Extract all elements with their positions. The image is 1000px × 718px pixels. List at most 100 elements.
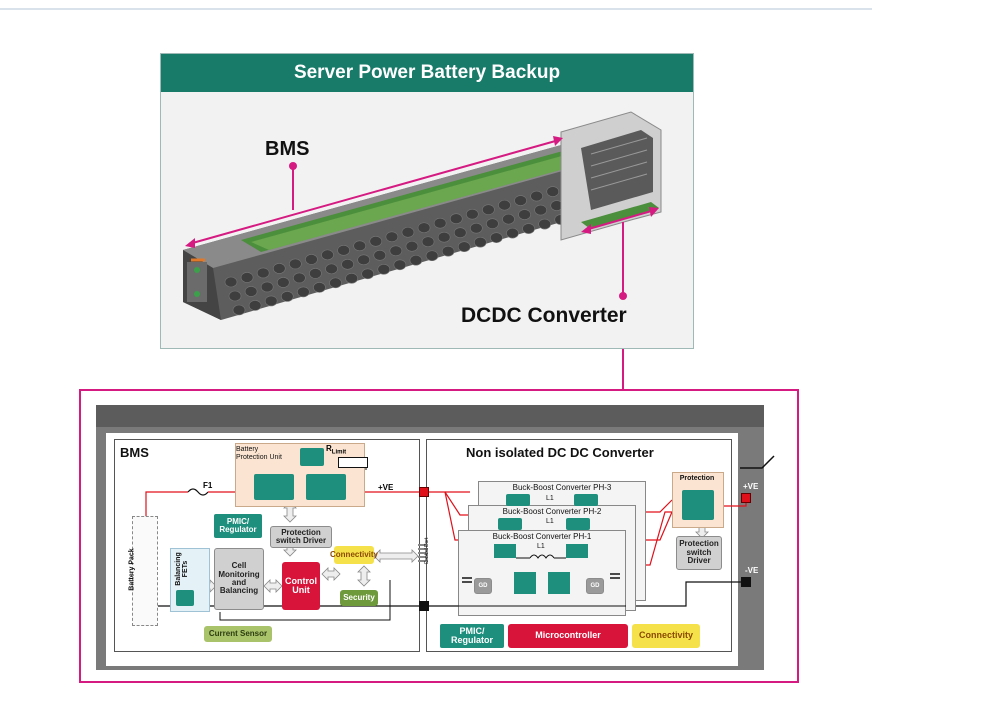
- bms-negative-terminal: [419, 601, 429, 611]
- battery-cell: [546, 186, 560, 197]
- fuse-label: F1: [203, 481, 213, 490]
- cell-monitoring-block: Cell Monitoring and Balancing: [214, 548, 264, 610]
- battery-cell: [502, 213, 515, 225]
- battery-cell: [357, 254, 370, 266]
- output-positive-terminal: [741, 493, 751, 503]
- gate-driver-2: GD: [586, 578, 604, 594]
- battery-cell: [385, 231, 399, 243]
- converter-protection-switch-driver: Protection switch Driver: [676, 536, 722, 570]
- battery-cell: [341, 259, 354, 270]
- battery-cell: [329, 277, 342, 289]
- battery-cell: [325, 263, 338, 275]
- bms-control-unit: Control Unit: [282, 562, 320, 610]
- battery-cell: [470, 222, 483, 234]
- battery-cell: [309, 268, 322, 279]
- battery-cell: [361, 268, 374, 280]
- inductor-label-ph1: L1: [537, 543, 545, 550]
- converter-microcontroller: Microcontroller: [508, 624, 628, 648]
- control-port-label: Control Port: [424, 537, 430, 565]
- battery-cell: [369, 236, 383, 247]
- battery-cell: [313, 282, 326, 293]
- battery-cell: [272, 263, 286, 274]
- battery-cell: [393, 259, 407, 271]
- photo-title: Server Power Battery Backup: [161, 54, 693, 92]
- battery-cell: [417, 222, 431, 234]
- battery-cell: [449, 213, 463, 224]
- battery-cell: [506, 227, 519, 239]
- battery-cell: [377, 264, 391, 275]
- ph2-switch-b: [566, 518, 590, 530]
- battery-cell: [522, 223, 535, 234]
- battery-cell: [534, 204, 547, 216]
- bms-plus-ve-label: +VE: [378, 483, 394, 492]
- battery-cell: [240, 272, 254, 283]
- converter-phase-1: Buck-Boost Converter PH-1: [458, 530, 626, 616]
- battery-cell: [441, 245, 455, 257]
- battery-cell: [373, 250, 387, 261]
- balancing-fets-label: Balancing FETs: [175, 552, 189, 586]
- bms-security: Security: [340, 590, 378, 606]
- battery-cell: [280, 291, 294, 302]
- battery-cell: [232, 304, 246, 316]
- battery-protection-unit-label: Battery Protection Unit: [236, 446, 282, 461]
- battery-cell: [421, 236, 435, 248]
- battery-cell: [248, 300, 262, 311]
- battery-cell: [466, 208, 479, 220]
- battery-cell: [530, 190, 543, 202]
- battery-cell: [305, 254, 318, 265]
- battery-cell: [538, 218, 551, 230]
- converter-pmic-regulator: PMIC/ Regulator: [440, 624, 504, 648]
- battery-pack-label: Battery Pack: [128, 548, 136, 591]
- bms-protection-switch-driver: Protection switch Driver: [270, 526, 332, 548]
- ph2-switch-a: [498, 518, 522, 530]
- battery-cell: [486, 218, 499, 229]
- battery-cell: [224, 276, 238, 288]
- battery-cell: [321, 249, 334, 261]
- battery-cell: [405, 240, 419, 252]
- callout-connector-line: [622, 349, 624, 389]
- output-plus-ve-label: +VE: [743, 482, 759, 491]
- r-limit-resistor: [338, 457, 368, 468]
- battery-cell: [337, 245, 350, 256]
- current-sensor: Current Sensor: [204, 626, 272, 642]
- battery-cell: [425, 250, 439, 262]
- precharge-switch: [300, 448, 324, 466]
- top-divider: [0, 8, 872, 10]
- inductor-label-ph3: L1: [546, 495, 554, 502]
- battery-cell: [345, 273, 358, 284]
- battery-cell: [490, 232, 503, 243]
- converter-title: Non isolated DC DC Converter: [466, 445, 654, 460]
- ph3-switch-b: [574, 494, 598, 506]
- converter-protection-label: Protection: [679, 475, 715, 482]
- battery-cell: [457, 241, 471, 252]
- phase-2-title: Buck-Boost Converter PH-2: [502, 507, 602, 516]
- battery-cell: [514, 195, 527, 206]
- battery-unit-illustration: [183, 111, 662, 320]
- bms-connectivity: Connectivity: [330, 546, 378, 564]
- battery-cell: [256, 267, 270, 279]
- ph3-switch-a: [506, 494, 530, 506]
- battery-cell: [228, 290, 242, 302]
- gate-driver-1: GD: [474, 578, 492, 594]
- battery-cell: [437, 231, 451, 243]
- battery-cell: [482, 204, 495, 215]
- phase-1-circuit: [458, 544, 626, 607]
- battery-cell: [260, 281, 274, 293]
- battery-cell: [264, 295, 278, 307]
- battery-pack-block: [132, 516, 158, 626]
- battery-cell: [289, 258, 302, 270]
- battery-cell: [433, 217, 447, 229]
- battery-cell: [409, 254, 423, 266]
- bms-callout-label: BMS: [265, 138, 310, 160]
- converter-protection-switch: [682, 490, 714, 520]
- output-negative-terminal: [741, 577, 751, 587]
- battery-cell: [453, 227, 467, 238]
- battery-cell: [293, 272, 306, 284]
- converter-connectivity: Connectivity: [632, 624, 700, 648]
- battery-cell: [401, 226, 415, 238]
- phase-3-title: Buck-Boost Converter PH-3: [512, 483, 612, 492]
- battery-cell: [297, 286, 310, 298]
- battery-cell: [518, 209, 531, 220]
- phase-1-title: Buck-Boost Converter PH-1: [492, 532, 592, 541]
- enclosure-top: [96, 405, 764, 427]
